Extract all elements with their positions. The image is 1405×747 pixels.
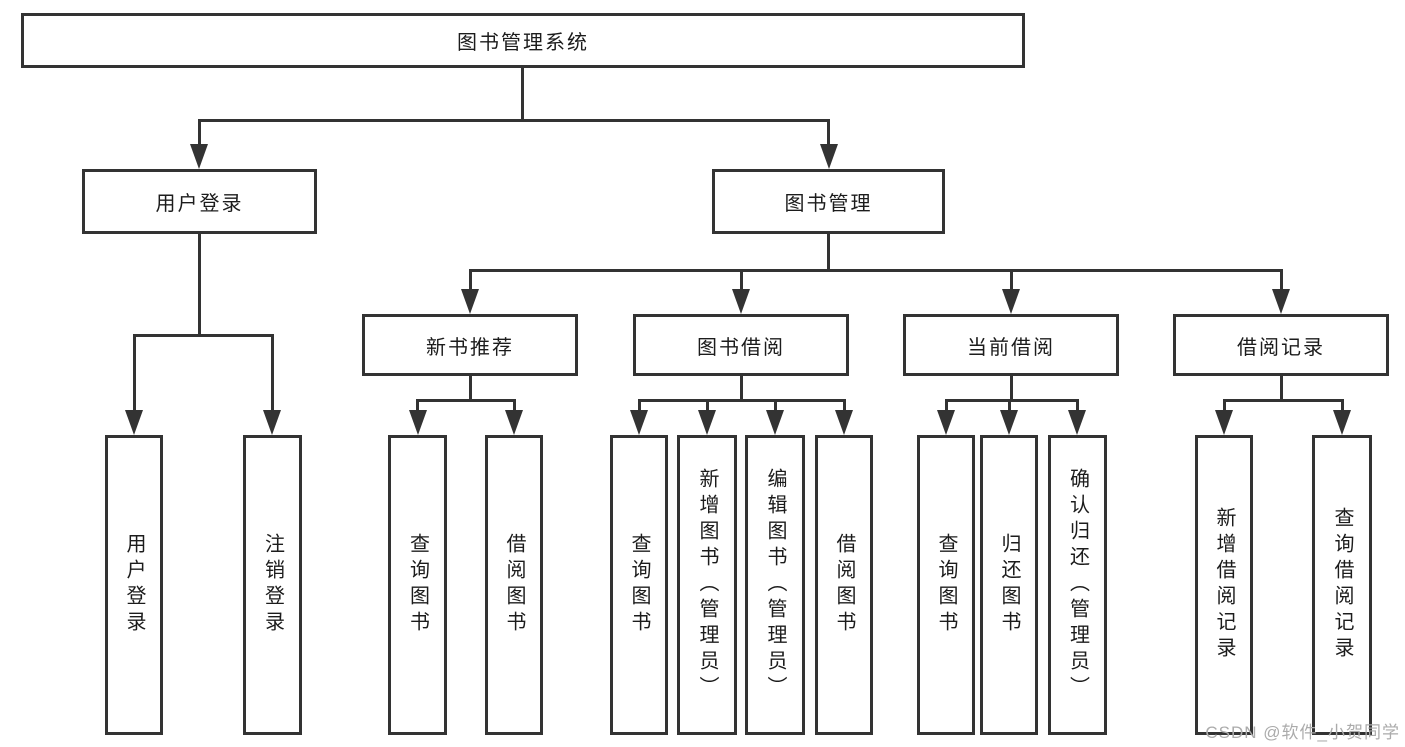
node-book-borrow-label: 图书借阅 — [697, 336, 785, 359]
arrow-down — [1068, 410, 1086, 435]
leaf-user-login: 用户登录 — [105, 435, 163, 735]
leaf-query-borrow-record: 查询借阅记录 — [1312, 435, 1372, 735]
node-user-login-label: 用户登录 — [155, 193, 244, 215]
connector-line — [1008, 399, 1011, 413]
node-current-borrow-label: 当前借阅 — [967, 336, 1055, 359]
leaf-query-books-recommend: 查询图书 — [388, 435, 447, 735]
leaf-borrow-books-recommend-label: 借阅图书 — [503, 533, 525, 637]
connector-line — [638, 399, 846, 402]
arrow-down — [698, 410, 716, 435]
node-root: 图书管理系统 — [21, 13, 1025, 68]
node-new-book-recommend: 新书推荐 — [362, 314, 578, 376]
leaf-edit-books-admin-label: 编辑图书（管理员） — [764, 468, 786, 702]
leaf-confirm-return-admin: 确认归还（管理员） — [1048, 435, 1107, 735]
connector-line — [740, 269, 743, 292]
connector-line — [469, 269, 1283, 272]
connector-line — [271, 334, 274, 412]
arrow-down — [1000, 410, 1018, 435]
connector-line — [740, 376, 743, 401]
arrow-down — [461, 289, 479, 314]
leaf-logout-label: 注销登录 — [261, 533, 284, 637]
connector-line — [416, 399, 419, 413]
leaf-add-borrow-record-label: 新增借阅记录 — [1213, 507, 1235, 663]
leaf-query-books-borrow-label: 查询图书 — [628, 533, 650, 637]
arrow-down — [190, 144, 208, 169]
node-borrow-record: 借阅记录 — [1173, 314, 1389, 376]
arrow-down — [505, 410, 523, 435]
connector-line — [521, 68, 524, 121]
leaf-add-books-admin-label: 新增图书（管理员） — [696, 468, 718, 702]
connector-line — [945, 399, 948, 413]
connector-line — [827, 234, 830, 271]
connector-line — [1010, 269, 1013, 292]
node-user-login: 用户登录 — [82, 169, 317, 234]
connector-line — [513, 399, 516, 413]
connector-line — [1010, 376, 1013, 401]
connector-line — [1076, 399, 1079, 413]
leaf-borrow-books: 借阅图书 — [815, 435, 873, 735]
connector-line — [416, 399, 515, 402]
arrow-down — [125, 410, 143, 435]
arrow-down — [1215, 410, 1233, 435]
connector-line — [198, 119, 201, 147]
connector-line — [1280, 376, 1283, 401]
leaf-logout: 注销登录 — [243, 435, 302, 735]
arrow-down — [835, 410, 853, 435]
leaf-query-books-recommend-label: 查询图书 — [406, 533, 429, 637]
leaf-query-books-borrow: 查询图书 — [610, 435, 668, 735]
arrow-down — [766, 410, 784, 435]
arrow-down — [409, 410, 427, 435]
leaf-query-books-current-label: 查询图书 — [935, 533, 957, 637]
leaf-return-books: 归还图书 — [980, 435, 1038, 735]
leaf-borrow-books-label: 借阅图书 — [833, 533, 855, 637]
connector-line — [469, 269, 472, 292]
connector-line — [198, 119, 830, 122]
node-root-label: 图书管理系统 — [457, 32, 589, 54]
connector-line — [198, 234, 201, 336]
leaf-add-books-admin: 新增图书（管理员） — [677, 435, 737, 735]
node-book-management-label: 图书管理 — [784, 193, 873, 215]
watermark: CSDN @软件_小贺同学 — [1205, 723, 1400, 742]
connector-line — [638, 399, 641, 413]
node-book-borrow: 图书借阅 — [633, 314, 849, 376]
leaf-return-books-label: 归还图书 — [998, 533, 1020, 637]
leaf-query-books-current: 查询图书 — [917, 435, 975, 735]
connector-line — [1223, 399, 1344, 402]
arrow-down — [263, 410, 281, 435]
arrow-down — [1002, 289, 1020, 314]
arrow-down — [937, 410, 955, 435]
connector-line — [469, 376, 472, 401]
connector-line — [1341, 399, 1344, 413]
leaf-borrow-books-recommend: 借阅图书 — [485, 435, 543, 735]
leaf-confirm-return-admin-label: 确认归还（管理员） — [1066, 468, 1089, 702]
arrow-down — [1272, 289, 1290, 314]
connector-line — [774, 399, 777, 413]
connector-line — [706, 399, 709, 413]
connector-line — [1223, 399, 1226, 413]
leaf-query-borrow-record-label: 查询借阅记录 — [1331, 507, 1353, 663]
connector-line — [843, 399, 846, 413]
node-book-management: 图书管理 — [712, 169, 945, 234]
node-borrow-record-label: 借阅记录 — [1237, 336, 1325, 359]
connector-line — [827, 119, 830, 147]
arrow-down — [630, 410, 648, 435]
leaf-add-borrow-record: 新增借阅记录 — [1195, 435, 1253, 735]
leaf-edit-books-admin: 编辑图书（管理员） — [745, 435, 805, 735]
connector-line — [945, 399, 1079, 402]
connector-line — [1280, 269, 1283, 292]
connector-line — [133, 334, 136, 412]
arrow-down — [1333, 410, 1351, 435]
arrow-down — [732, 289, 750, 314]
node-new-book-recommend-label: 新书推荐 — [426, 336, 514, 359]
node-current-borrow: 当前借阅 — [903, 314, 1119, 376]
arrow-down — [820, 144, 838, 169]
leaf-user-login-label: 用户登录 — [123, 533, 145, 637]
connector-line — [133, 334, 273, 337]
